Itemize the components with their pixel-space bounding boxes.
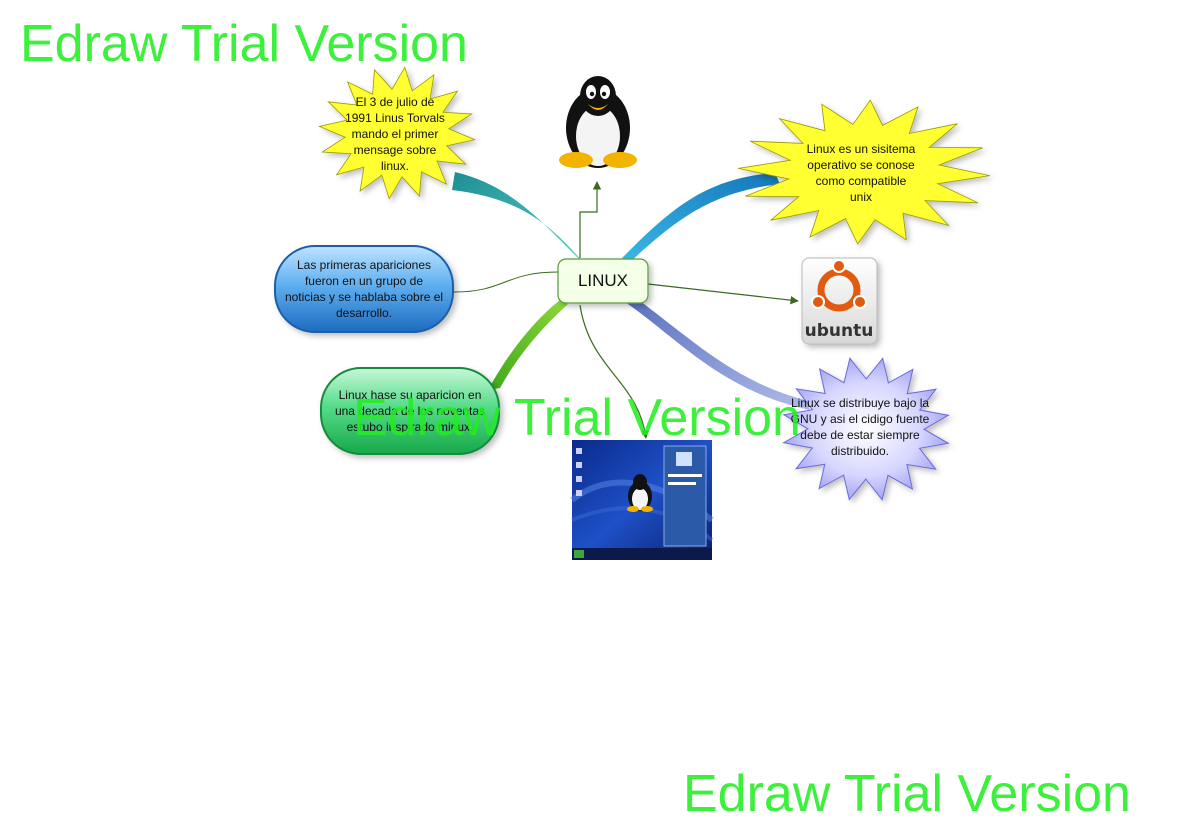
branch-top-right	[622, 173, 780, 262]
arrow-to-ubuntu	[647, 283, 799, 305]
linux-desktop-screenshot-image	[570, 440, 714, 560]
pill-shape-bottom-left	[320, 367, 500, 455]
tux-penguin-icon	[559, 76, 637, 168]
arrow-to-desktop	[579, 304, 650, 439]
branch-bottom-left	[488, 300, 568, 390]
center-node-shape	[557, 258, 649, 304]
node-text-top-left: El 3 de julio de 1991 Linus Torvals mand…	[345, 95, 445, 173]
star-shape-top-left	[318, 66, 476, 200]
star-shape-bottom-right	[782, 357, 950, 501]
ubuntu-logo-icon: ubuntu	[801, 257, 878, 345]
connector-mid-left	[453, 271, 559, 293]
ubuntu-wordmark: ubuntu	[805, 321, 874, 341]
pill-shape-mid-left	[274, 245, 454, 333]
star-shape-top-right	[738, 99, 990, 245]
node-text-bottom-left: Linux hase su aparicion en una decada de…	[334, 388, 486, 434]
arrow-to-penguin	[579, 181, 602, 258]
branch-top-left	[452, 172, 583, 262]
node-text-mid-left: Las primeras apariciones fueron en un gr…	[284, 258, 444, 320]
branch-bottom-right	[625, 298, 810, 410]
node-text-bottom-right: Linux se distribuye bajo la GNU y asi el…	[790, 396, 930, 458]
node-text-top-right: Linux es un sisitema operativo se conose…	[806, 142, 916, 204]
center-node-label: LINUX	[577, 271, 629, 290]
